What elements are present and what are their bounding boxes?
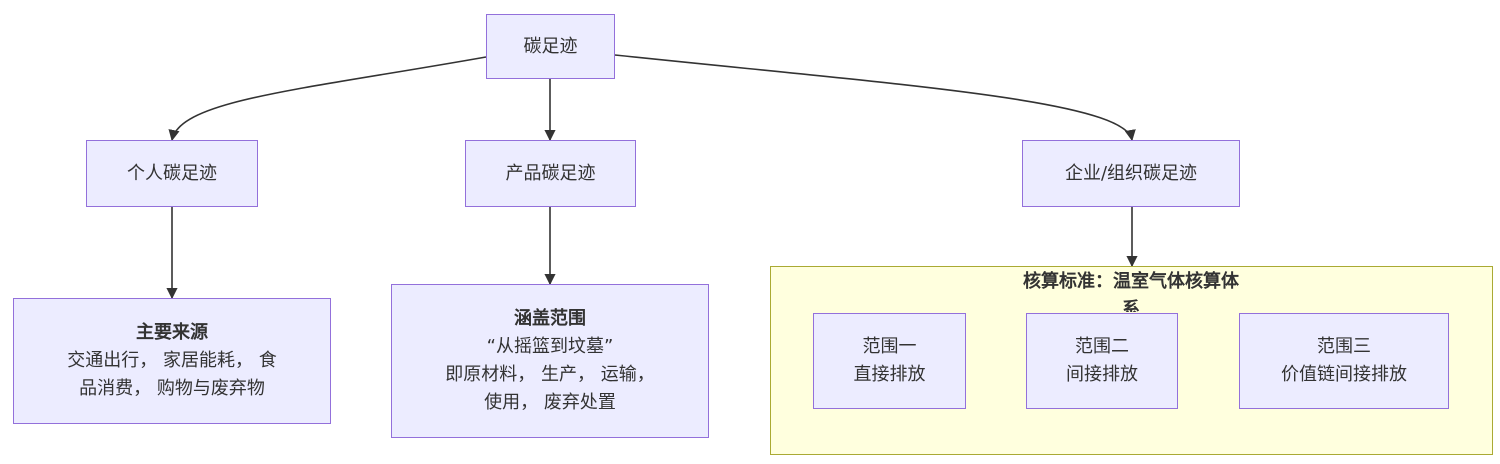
cluster-accounting-standard-title: 核算标准：温室气体核算体 系 bbox=[1000, 268, 1262, 312]
node-coverage-scope-line2: 即原材料， 生产， 运输， bbox=[445, 364, 655, 385]
node-product-footprint-label: 产品碳足迹 bbox=[505, 162, 596, 184]
node-carbon-footprint-label: 碳足迹 bbox=[523, 35, 578, 57]
node-coverage-scope-line3: 使用， 废弃处置 bbox=[484, 392, 616, 413]
node-product-footprint[interactable]: 产品碳足迹 bbox=[465, 140, 636, 207]
node-coverage-scope-title: 涵盖范围 bbox=[514, 308, 586, 329]
node-main-sources-line1: 交通出行， 家居能耗， 食 bbox=[67, 350, 277, 371]
node-coverage-scope-line1: “从摇篮到坟墓” bbox=[486, 336, 614, 357]
node-main-sources-title: 主要来源 bbox=[136, 322, 208, 343]
node-personal-footprint[interactable]: 个人碳足迹 bbox=[86, 140, 258, 207]
node-main-sources[interactable]: 主要来源 交通出行， 家居能耗， 食 品消费， 购物与废弃物 bbox=[13, 298, 331, 424]
node-scope-three-line2: 价值链间接排放 bbox=[1281, 364, 1407, 385]
node-carbon-footprint[interactable]: 碳足迹 bbox=[486, 14, 615, 79]
node-scope-one-line1: 范围一 bbox=[862, 336, 917, 357]
edge-root-to-personal bbox=[168, 56, 487, 142]
node-scope-three-line1: 范围三 bbox=[1317, 336, 1371, 357]
node-coverage-scope[interactable]: 涵盖范围 “从摇篮到坟墓” 即原材料， 生产， 运输， 使用， 废弃处置 bbox=[391, 284, 709, 438]
node-scope-two-line2: 间接排放 bbox=[1066, 364, 1138, 385]
node-scope-three[interactable]: 范围三 价值链间接排放 bbox=[1239, 313, 1449, 409]
cluster-title-line2: 系 bbox=[1122, 299, 1140, 312]
node-scope-two[interactable]: 范围二 间接排放 bbox=[1026, 313, 1178, 409]
cluster-title-line1: 核算标准：温室气体核算体 bbox=[1023, 271, 1239, 292]
node-enterprise-footprint-label: 企业/组织碳足迹 bbox=[1064, 162, 1198, 184]
node-scope-two-line1: 范围二 bbox=[1075, 336, 1129, 357]
node-scope-one[interactable]: 范围一 直接排放 bbox=[813, 313, 966, 409]
edge-root-to-enterprise bbox=[614, 54, 1136, 142]
node-personal-footprint-label: 个人碳足迹 bbox=[127, 162, 217, 184]
node-enterprise-footprint[interactable]: 企业/组织碳足迹 bbox=[1022, 140, 1240, 207]
node-main-sources-line2: 品消费， 购物与废弃物 bbox=[79, 378, 265, 399]
node-scope-one-line2: 直接排放 bbox=[853, 364, 926, 385]
